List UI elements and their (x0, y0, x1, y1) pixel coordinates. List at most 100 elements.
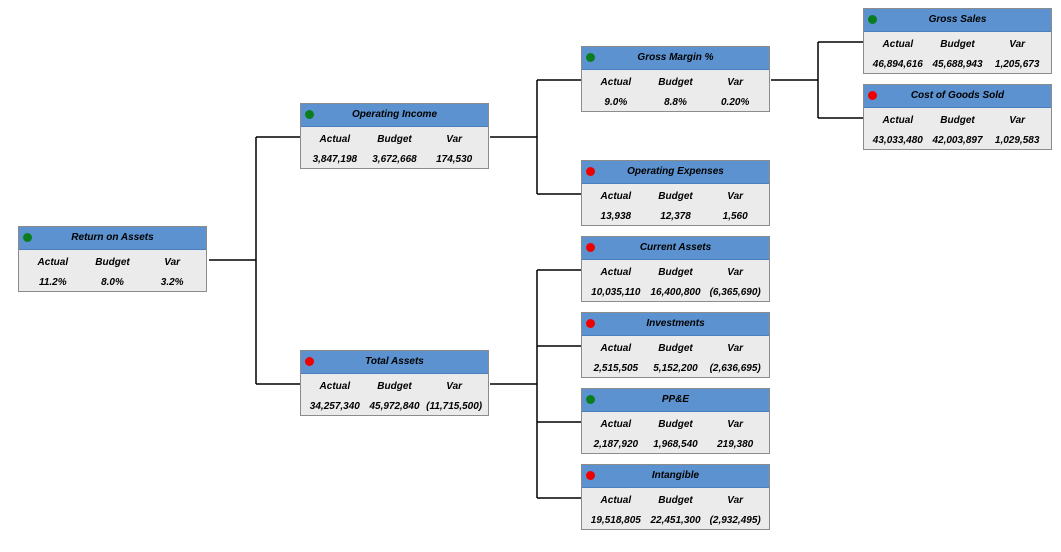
node-header: Total Assets (301, 351, 488, 374)
node-title: Investments (646, 318, 705, 329)
budget-value: 1,968,540 (653, 439, 698, 450)
budget-value: 45,972,840 (369, 401, 420, 412)
actual-label: Actual (600, 191, 632, 202)
actual-value: 2,515,505 (593, 363, 639, 374)
node-header: Intangible (582, 465, 769, 488)
actual-value: 10,035,110 (591, 287, 641, 298)
budget-label: Budget (658, 191, 693, 202)
node-title: PP&E (661, 394, 690, 405)
var-value: (2,932,495) (709, 515, 761, 526)
actual-label: Actual (600, 419, 632, 430)
value-row: 2,187,920 1,968,540 219,380 (582, 435, 769, 455)
var-value: 219,380 (717, 439, 754, 450)
var-value: (2,636,695) (709, 363, 761, 374)
status-indicator-icon (586, 53, 595, 62)
status-indicator-icon (305, 357, 314, 366)
node-header: Gross Sales (864, 9, 1051, 32)
var-label: Var (727, 419, 744, 430)
budget-value: 3,672,668 (372, 154, 417, 165)
status-indicator-icon (868, 91, 877, 100)
budget-label: Budget (377, 381, 412, 392)
actual-value: 9.0% (604, 97, 628, 108)
var-value: 1,205,673 (994, 59, 1040, 70)
var-value: 174,530 (436, 154, 473, 165)
var-label: Var (727, 191, 744, 202)
actual-label: Actual (600, 267, 632, 278)
budget-value: 8.8% (664, 97, 687, 108)
actual-value: 34,257,340 (309, 401, 360, 412)
budget-label: Budget (658, 267, 693, 278)
actual-label: Actual (600, 343, 632, 354)
node-header: Operating Income (301, 104, 488, 127)
node-title: Return on Assets (71, 232, 154, 243)
actual-value: 2,187,920 (593, 439, 639, 450)
budget-label: Budget (658, 343, 693, 354)
actual-value: 19,518,805 (590, 515, 641, 526)
var-label: Var (727, 495, 744, 506)
budget-label: Budget (658, 495, 693, 506)
budget-value: 12,378 (660, 211, 691, 222)
var-value: 1,560 (722, 211, 748, 222)
status-indicator-icon (305, 110, 314, 119)
actual-value: 11.2% (39, 277, 67, 288)
status-indicator-icon (586, 395, 595, 404)
var-value: 1,029,583 (994, 135, 1040, 146)
budget-value: 22,451,300 (650, 515, 701, 526)
actual-value: 46,894,616 (872, 59, 923, 70)
var-label: Var (446, 381, 463, 392)
budget-value: 45,688,943 (932, 59, 983, 70)
actual-label: Actual (600, 77, 632, 88)
node-title: Intangible (651, 470, 700, 481)
node-header: Investments (582, 313, 769, 336)
budget-value: 8.0% (101, 277, 124, 288)
var-value: (11,715,500) (426, 401, 483, 412)
node-header: Gross Margin % (582, 47, 769, 70)
var-label: Var (1009, 115, 1026, 126)
budget-label: Budget (940, 39, 975, 50)
budget-label: Budget (95, 257, 130, 268)
value-row: 3,847,198 3,672,668 174,530 (301, 150, 488, 170)
value-row: 34,257,340 45,972,840 (11,715,500) (301, 397, 488, 417)
var-label: Var (727, 77, 744, 88)
node-title: Total Assets (365, 356, 424, 367)
budget-value: 42,003,897 (932, 135, 983, 146)
actual-value: 3,847,198 (312, 154, 358, 165)
node-title: Operating Income (351, 109, 437, 120)
actual-label: Actual (37, 257, 69, 268)
budget-value: 16,400,800 (650, 287, 701, 298)
node-title: Cost of Goods Sold (910, 90, 1005, 101)
status-indicator-icon (586, 243, 595, 252)
var-label: Var (446, 134, 463, 145)
var-value: 3.2% (160, 277, 184, 288)
value-row: 46,894,616 45,688,943 1,205,673 (864, 55, 1051, 75)
node-header: Current Assets (582, 237, 769, 260)
node-title: Gross Margin % (637, 52, 714, 63)
value-row: 11.2% 8.0% 3.2% (19, 273, 206, 293)
value-row: 19,518,805 22,451,300 (2,932,495) (582, 511, 769, 531)
budget-label: Budget (940, 115, 975, 126)
